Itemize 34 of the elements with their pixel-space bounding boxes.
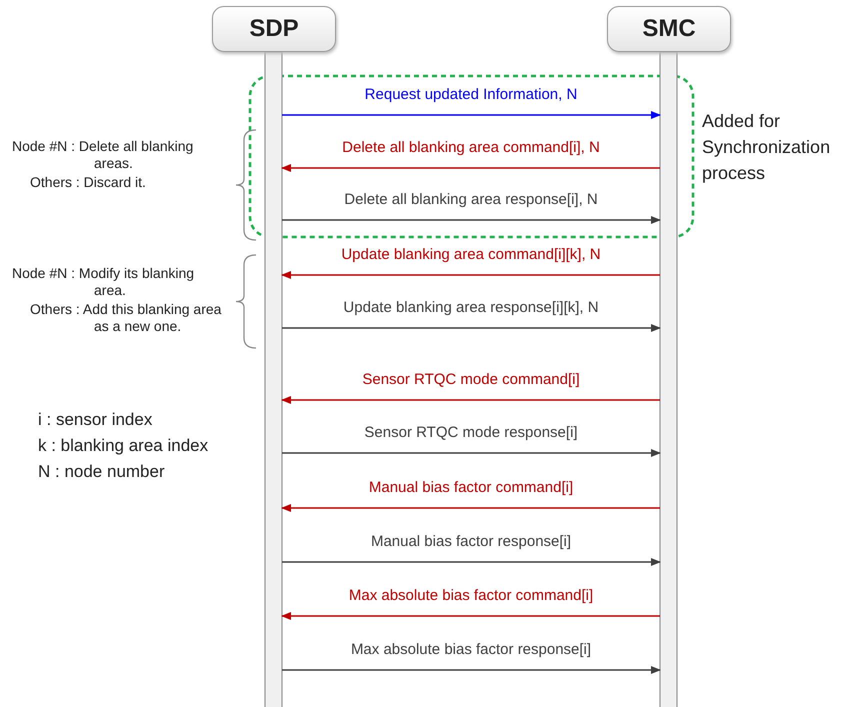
lifeline — [660, 52, 678, 707]
message-arrow — [282, 324, 661, 332]
edge-label: Max absolute bias factor response[i] — [350, 641, 592, 658]
edge-label: Update blanking area command[i][k], N — [341, 246, 601, 263]
key-note: N : node number — [38, 462, 165, 482]
message-arrow — [281, 504, 660, 512]
edge-label: Sensor RTQC mode command[i] — [362, 371, 580, 388]
message-arrow — [282, 666, 661, 674]
message-arrow — [282, 111, 661, 119]
annotation-note: Node #N : Modify its blanking area. — [12, 265, 196, 299]
participant-box: SDP — [212, 6, 336, 52]
edge-label: Request updated Information, N — [364, 86, 578, 103]
message-arrow — [281, 271, 660, 279]
lifeline — [264, 52, 282, 707]
edge-label: Sensor RTQC mode response[i] — [364, 424, 578, 441]
group-note: Added for Synchronization process — [702, 110, 832, 185]
key-note: k : blanking area index — [38, 436, 208, 456]
edge-label: Manual bias factor response[i] — [370, 533, 572, 550]
key-note: i : sensor index — [38, 410, 152, 430]
participant-box: SMC — [607, 6, 731, 52]
annotation-note: Others : Discard it. — [30, 174, 147, 191]
message-arrow — [282, 558, 661, 566]
message-arrow — [282, 449, 661, 457]
edge-label: Update blanking area response[i][k], N — [343, 299, 599, 316]
message-arrow — [282, 216, 661, 224]
edge-label: Delete all blanking area response[i], N — [344, 191, 598, 208]
edge-label: Delete all blanking area command[i], N — [342, 139, 600, 156]
annotation-note: Node #N : Delete all blanking areas. — [12, 138, 194, 172]
edge-label: Max absolute bias factor command[i] — [348, 587, 594, 604]
message-arrow — [281, 164, 660, 172]
annotation-note: Others : Add this blanking area as a new one. — [30, 301, 222, 335]
message-arrow — [281, 612, 660, 620]
message-arrow — [281, 396, 660, 404]
edge-label: Manual bias factor command[i] — [368, 479, 574, 496]
